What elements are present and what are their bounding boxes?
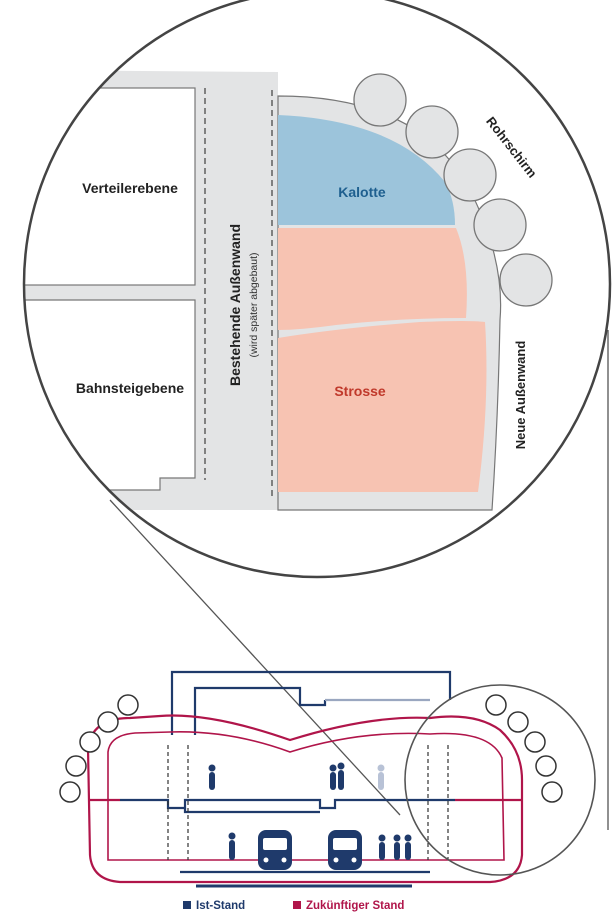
bestehende-wand-note: (wird später abgebaut)	[248, 252, 260, 357]
rohrschirm-small-left	[59, 694, 139, 803]
rohrschirm-pipes	[353, 73, 553, 307]
neue-wand-label: Neue Außenwand	[513, 341, 528, 450]
strosse-area	[278, 321, 487, 492]
zoom-detail: Verteilerebene Bahnsteigebene Bestehende…	[24, 70, 553, 511]
zoom-connector-left	[109, 499, 401, 816]
bestehende-wand	[205, 72, 278, 500]
legend-zukuenftig-label: Zukünftiger Stand	[306, 900, 404, 912]
zoom-circle-border	[22, 0, 612, 579]
train-left	[258, 830, 292, 870]
strosse-upper	[278, 228, 467, 330]
people-upper	[208, 762, 385, 790]
legend-ist-label: Ist-Stand	[196, 900, 245, 912]
verteilerebene-label: Verteilerebene	[82, 180, 178, 196]
station-cross-section	[59, 670, 563, 888]
detail-circle	[404, 684, 596, 876]
legend: Ist-Stand Zukünftiger Stand	[183, 900, 404, 912]
bahnsteigebene-label: Bahnsteigebene	[76, 380, 184, 396]
people-lower	[228, 832, 412, 860]
legend-ist-swatch	[183, 901, 191, 909]
kalotte-label: Kalotte	[338, 184, 386, 200]
rohrschirm-small-right	[485, 694, 563, 803]
kalotte-area	[278, 115, 455, 225]
zukuenftig-shell	[86, 714, 524, 884]
bestehende-wand-label: Bestehende Außenwand	[227, 224, 243, 386]
strosse-label: Strosse	[334, 383, 386, 399]
train-right	[328, 830, 362, 870]
legend-zukuenftig-swatch	[293, 901, 301, 909]
